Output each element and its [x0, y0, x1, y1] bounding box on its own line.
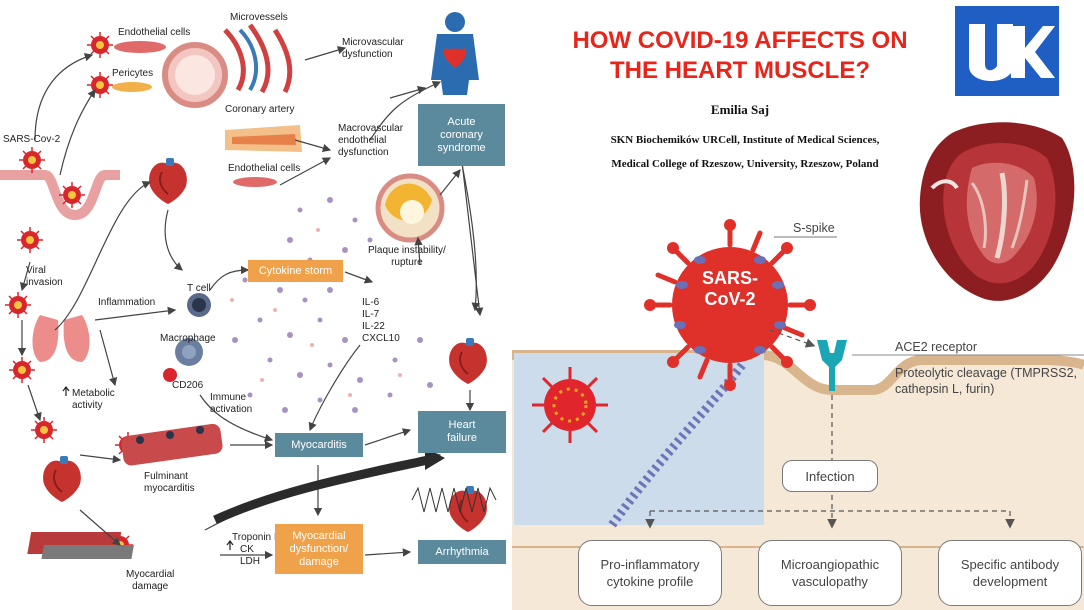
outcome-microangiopathic: Microangiopathic vasculopathy: [758, 540, 902, 606]
infection-box: Infection: [782, 460, 878, 492]
label-fulminant: Fulminant myocarditis: [144, 471, 195, 494]
outcome-specific-antibody: Specific antibody development: [938, 540, 1082, 606]
title-line-1: HOW COVID-19 AFFECTS ON: [572, 27, 908, 54]
heart-anatomy-image: [919, 122, 1075, 301]
label-microvascular-dysfunction: Microvascular dysfunction: [342, 37, 404, 60]
box-myocarditis: Myocarditis: [275, 433, 363, 457]
label-macrophage: Macrophage: [160, 333, 216, 344]
title-line-2: THE HEART MUSCLE?: [610, 57, 870, 84]
label-immune-activation: Immune activation: [210, 392, 253, 415]
label-metabolic-activity: Metabolic activity: [72, 388, 115, 411]
box-heart-failure: Heart failure: [418, 411, 506, 453]
virus-icon: SARS- CoV-2: [701, 268, 758, 309]
label-ck: CK: [240, 544, 254, 555]
label-troponin: Troponin I: [232, 532, 277, 543]
affiliation-line-1: SKN Biochemików URCell, Institute of Med…: [610, 134, 880, 146]
author-name: Emilia Saj: [710, 102, 770, 117]
label-macrovascular: Macrovascular endothelial dysfunction: [338, 123, 404, 158]
label-microvessels: Microvessels: [230, 12, 288, 23]
label-coronary-artery: Coronary artery: [225, 104, 295, 115]
box-cytokine-storm: Cytokine storm: [248, 260, 343, 282]
label-myocardial-damage: Myocardial damage: [126, 569, 175, 592]
label-proteolytic-cleavage: Proteolytic cleavage (TMPRSS2, cathepsin…: [895, 366, 1078, 396]
label-ldh: LDH: [240, 556, 261, 567]
box-arrhythmia: Arrhythmia: [418, 540, 506, 564]
label-markers: Troponin I CK LDH: [232, 532, 277, 568]
label-pericytes: Pericytes: [112, 68, 154, 79]
university-logo: [955, 6, 1059, 96]
label-plaque: Plaque instability/ rupture: [368, 245, 446, 268]
outcome-pro-inflammatory: Pro-inflammatory cytokine profile: [578, 540, 722, 606]
label-ace2-receptor: ACE2 receptor: [895, 340, 977, 354]
label-cd206: CD206: [172, 380, 204, 391]
label-cytokines: IL-6 IL-7 IL-22 CXCL10: [362, 297, 400, 344]
label-sars-cov-2: SARS-Cov-2: [3, 134, 61, 145]
label-t-cell: T cell: [187, 283, 211, 294]
left-diagram-graphics: [0, 12, 497, 560]
page-title: HOW COVID-19 AFFECTS ON THE HEART MUSCLE…: [520, 26, 960, 86]
label-s-spike: S-spike: [793, 221, 835, 235]
box-acute-coronary-syndrome: Acute coronary syndrome: [418, 104, 505, 166]
box-myocardial-dysfunction: Myocardial dysfunction/ damage: [275, 524, 363, 574]
affiliation-line-2: Medical College of Rzeszow, University, …: [611, 158, 879, 170]
label-endothelial-cells-mid: Endothelial cells: [228, 163, 301, 174]
label-viral-invasion: Viral invasion: [26, 265, 63, 288]
label-endothelial-cells-top: Endothelial cells: [118, 27, 191, 38]
label-inflammation: Inflammation: [98, 297, 156, 308]
